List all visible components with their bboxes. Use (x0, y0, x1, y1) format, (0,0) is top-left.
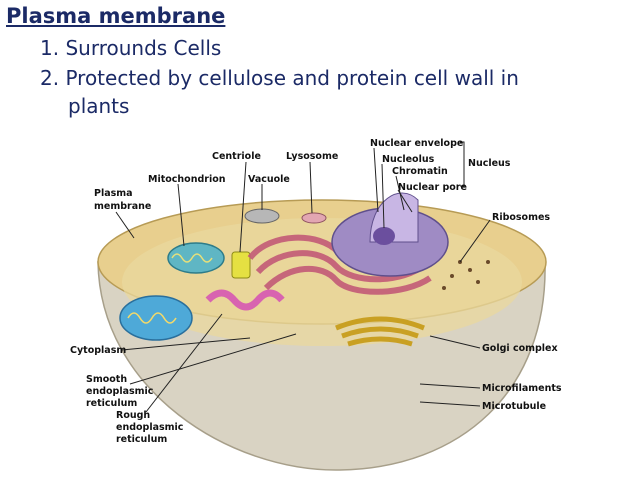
label-nuclear-pore: Nuclear pore (398, 182, 467, 193)
label-rough-er-3: reticulum (116, 434, 167, 445)
label-centriole: Centriole (212, 151, 261, 162)
mitochondrion-large-shape (119, 295, 193, 341)
label-golgi-complex: Golgi complex (482, 343, 558, 354)
golgi-shape (335, 316, 425, 347)
label-vacuole: Vacuole (248, 174, 290, 185)
mitochondrion-cristae (171, 253, 213, 263)
label-rough-er-1: Rough (116, 410, 150, 421)
label-smooth-er-1: Smooth (86, 374, 127, 385)
point-1-number: 1. (40, 36, 60, 60)
point-1: 1. Surrounds Cells (40, 36, 221, 60)
point-1-text: Surrounds Cells (65, 36, 222, 60)
mitochondrion-large-cristae (127, 312, 177, 324)
label-rough-er-2: endoplasmic (116, 422, 183, 433)
label-plasma-membrane-1: Plasma (94, 188, 133, 199)
vacuole-shape (244, 208, 280, 224)
point-2: 2. Protected by cellulose and protein ce… (40, 66, 519, 90)
label-cytoplasm: Cytoplasm (70, 345, 126, 356)
label-smooth-er-3: reticulum (86, 398, 137, 409)
label-nucleolus: Nucleolus (382, 154, 435, 165)
label-nuclear-envelope: Nuclear envelope (370, 138, 463, 149)
centriole-shape (231, 251, 251, 279)
mitochondrion-shape (167, 242, 225, 274)
smooth-er-shape (205, 289, 285, 311)
label-mitochondrion: Mitochondrion (148, 174, 226, 185)
label-microfilaments: Microfilaments (482, 383, 562, 394)
label-plasma-membrane-2: membrane (94, 201, 151, 212)
slide-title: Plasma membrane (6, 4, 226, 28)
label-ribosomes: Ribosomes (492, 212, 550, 223)
label-nucleus: Nucleus (468, 158, 511, 169)
ribosomes-shape (442, 260, 490, 290)
point-2-number: 2. (40, 66, 60, 90)
point-2-continuation: plants (68, 94, 130, 118)
label-lysosome: Lysosome (286, 151, 338, 162)
point-2-text: Protected by cellulose and protein cell … (65, 66, 519, 90)
cell-illustration (97, 192, 547, 471)
lysosome-shape (301, 212, 327, 224)
label-chromatin: Chromatin (392, 166, 448, 177)
leader-lines (115, 141, 491, 413)
nucleolus-shape (373, 227, 395, 245)
label-smooth-er-2: endoplasmic (86, 386, 153, 397)
label-microtubule: Microtubule (482, 401, 546, 412)
